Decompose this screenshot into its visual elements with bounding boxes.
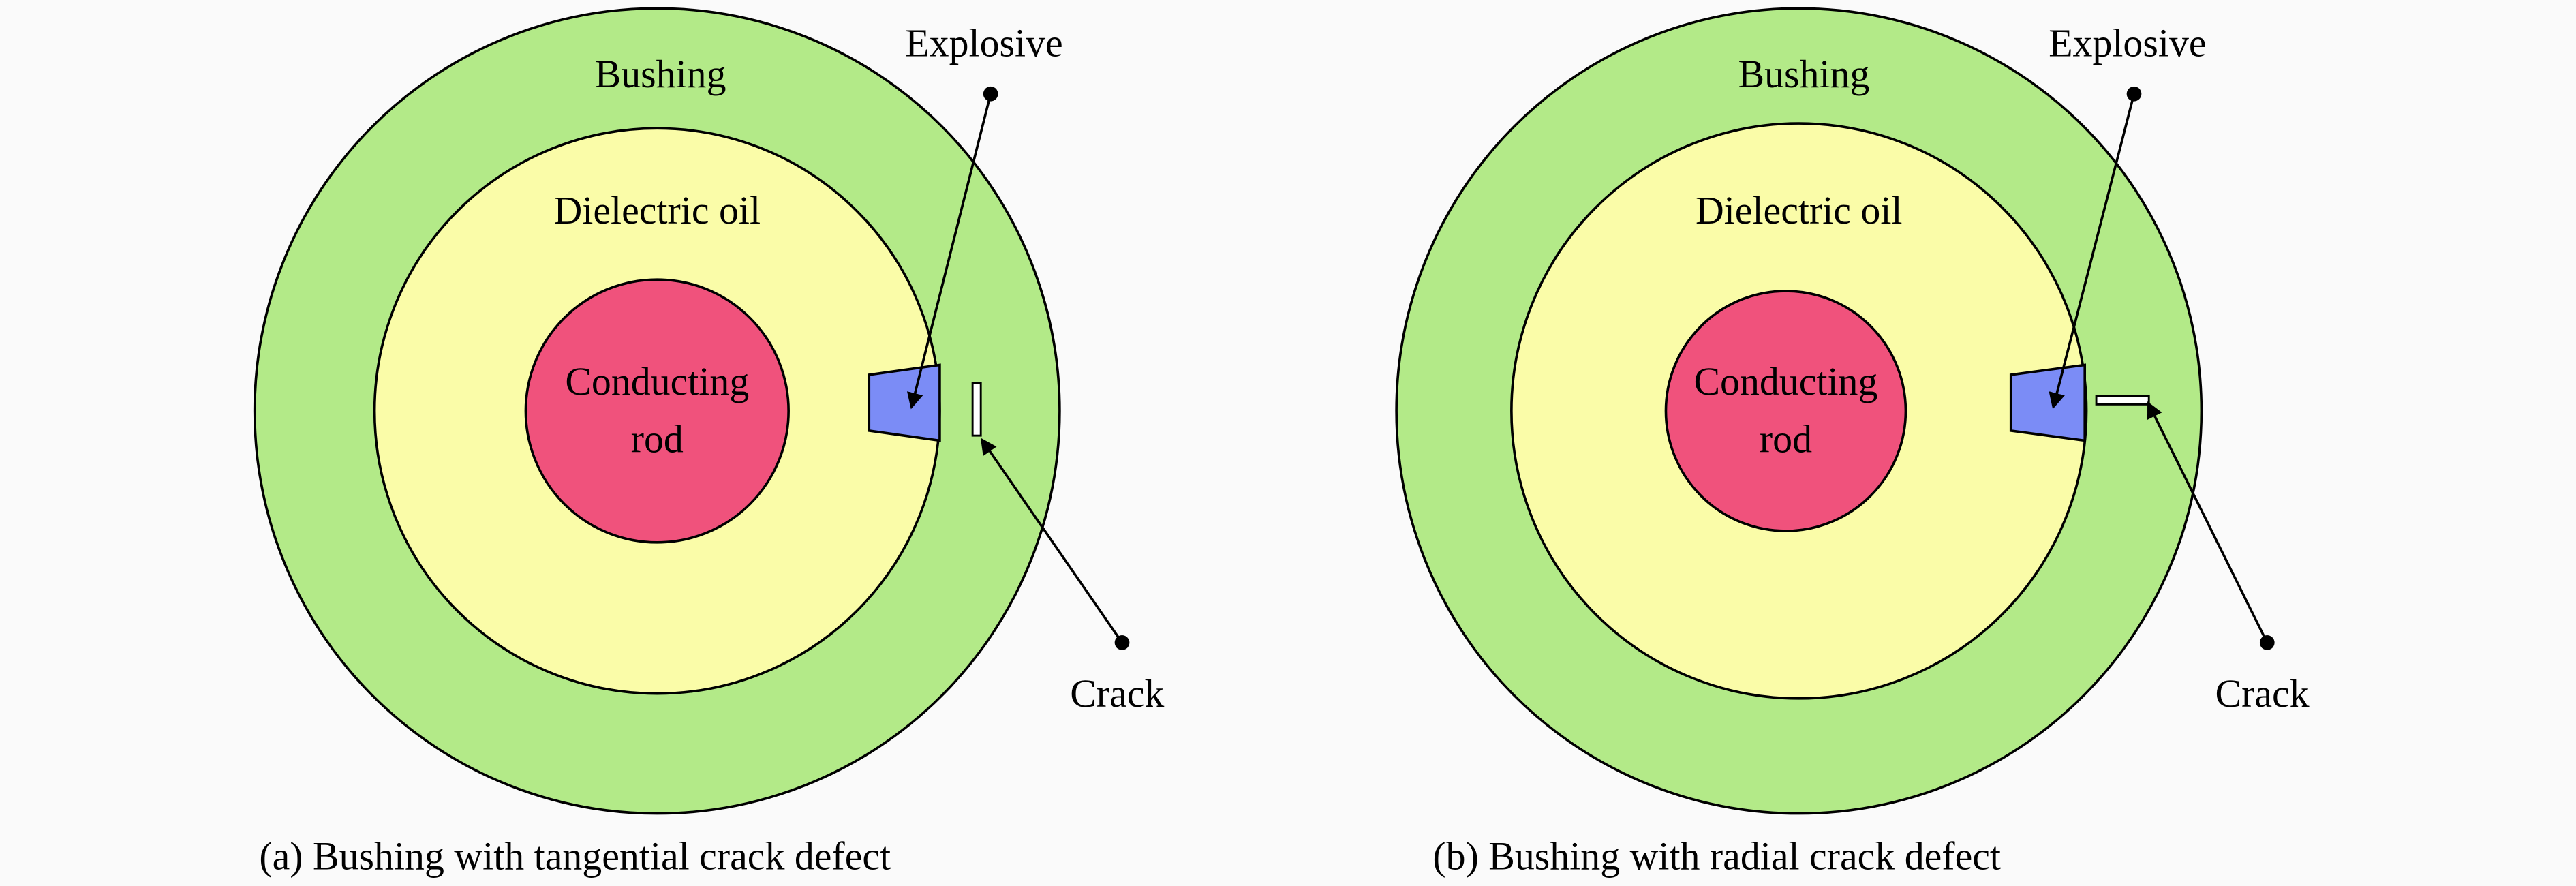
explosive-label: Explosive bbox=[2049, 20, 2206, 65]
oil-label: Dielectric oil bbox=[1696, 188, 1903, 232]
rod-label-line1: Conducting bbox=[1693, 359, 1877, 403]
radial-crack bbox=[2095, 395, 2150, 406]
bushing-label: Bushing bbox=[595, 52, 726, 96]
caption-a: (a) Bushing with tangential crack defect bbox=[259, 834, 891, 879]
crack-pointer-arrow bbox=[980, 438, 1124, 643]
explosive-block bbox=[2009, 363, 2087, 442]
explosive-pointer-dot bbox=[983, 86, 998, 102]
crack-label: Crack bbox=[2215, 671, 2309, 716]
rod-label-line2: rod bbox=[1760, 416, 1812, 461]
panel-b-radial: Bushing Dielectric oil Conducting rod Ex… bbox=[1395, 7, 2310, 879]
explosive-label: Explosive bbox=[905, 20, 1062, 65]
crack-pointer-dot bbox=[2259, 635, 2275, 650]
crack-pointer-dot bbox=[1114, 635, 1130, 650]
caption-b: (b) Bushing with radial crack defect bbox=[1432, 834, 2001, 879]
conducting-rod-circle bbox=[524, 278, 790, 544]
oil-label: Dielectric oil bbox=[554, 188, 761, 232]
crack-pointer-arrow bbox=[2147, 401, 2269, 643]
panel-a-tangential: Bushing Dielectric oil Conducting rod Ex… bbox=[253, 7, 1164, 879]
explosive-pointer-arrow bbox=[906, 93, 992, 410]
conducting-rod-circle bbox=[1664, 290, 1907, 532]
rod-label-line2: rod bbox=[631, 416, 684, 461]
explosive-pointer-arrow bbox=[2049, 93, 2136, 410]
explosive-pointer-dot bbox=[2126, 86, 2142, 102]
bushing-label: Bushing bbox=[1738, 52, 1870, 96]
rod-label-line1: Conducting bbox=[565, 359, 749, 403]
explosive-block bbox=[868, 363, 941, 442]
tangential-crack bbox=[971, 382, 982, 437]
crack-label: Crack bbox=[1070, 671, 1164, 716]
